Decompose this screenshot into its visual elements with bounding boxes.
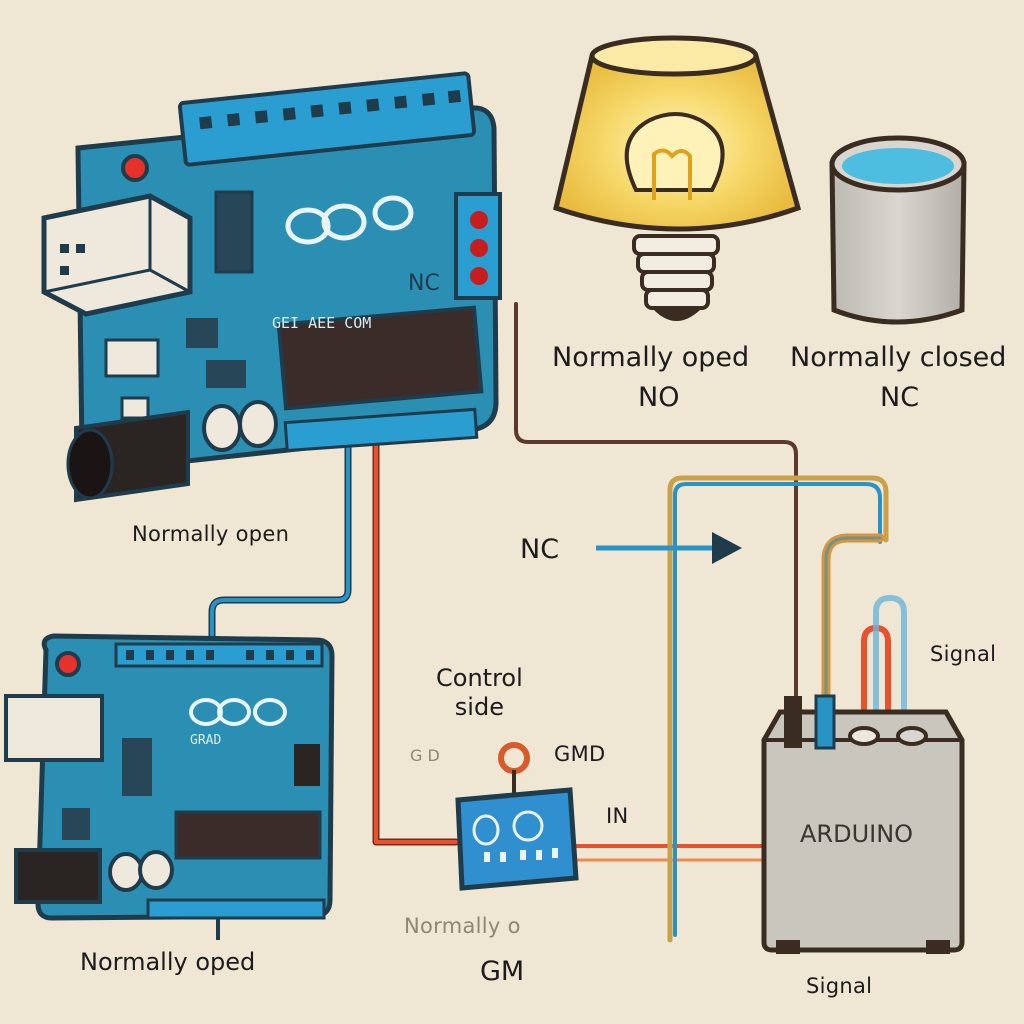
label-signal-bottom: Signal bbox=[806, 974, 873, 998]
relay-module-icon bbox=[455, 742, 579, 891]
arduino-board-icon bbox=[41, 71, 502, 503]
label-no: NO bbox=[638, 382, 680, 413]
board-top-text: GEI AEE COM bbox=[272, 314, 371, 332]
label-normally-closed: Normally closed bbox=[790, 342, 1007, 373]
wires bbox=[208, 302, 907, 943]
label-normally-faded: Normally o bbox=[404, 914, 521, 938]
light-bulb-icon bbox=[553, 35, 802, 321]
wire-red-relay bbox=[372, 432, 460, 846]
arduino-board-icon bbox=[4, 633, 335, 940]
label-normally-oped-lamp: Normally oped bbox=[552, 342, 750, 373]
wire-yellow bbox=[667, 475, 889, 943]
label-signal-top: Signal bbox=[930, 642, 997, 666]
board-led bbox=[121, 154, 149, 182]
arduino-logo bbox=[285, 195, 414, 245]
label-gm: GM bbox=[480, 956, 525, 987]
arduino-box-icon bbox=[761, 694, 965, 954]
wire-brown bbox=[514, 302, 798, 747]
cup-icon bbox=[829, 135, 967, 325]
board-small-text: GRAD bbox=[190, 733, 221, 748]
arduino-box-label: ARDUINO bbox=[800, 820, 913, 848]
label-gnd-faded: G D bbox=[410, 746, 440, 765]
label-control-side: Control side bbox=[436, 664, 523, 721]
label-gmd: GMD bbox=[554, 742, 606, 766]
header-pins-top bbox=[177, 71, 477, 167]
label-nc-arrow: NC bbox=[520, 534, 560, 565]
label-nc-cup: NC bbox=[880, 382, 920, 413]
wire-blue-long bbox=[673, 482, 882, 937]
label-in: IN bbox=[606, 804, 629, 828]
label-normally-oped-left: Normally oped bbox=[80, 948, 256, 976]
arrow-right-icon bbox=[596, 532, 742, 564]
board-top-nc: NC bbox=[408, 271, 440, 296]
label-normally-open-left: Normally open bbox=[132, 522, 290, 546]
usb-port bbox=[41, 193, 193, 317]
